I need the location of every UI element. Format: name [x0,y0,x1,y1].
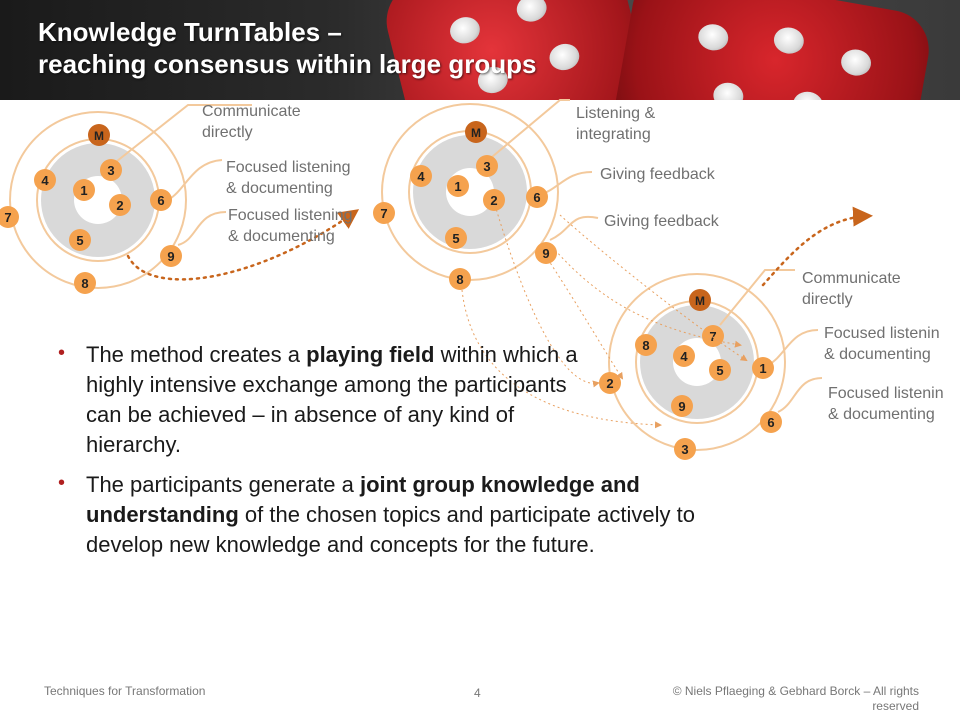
seat-label: 7 [380,206,387,221]
inner-seat: 4 [34,169,56,191]
inner-seat: 5 [445,227,467,249]
pointer-line [767,329,819,366]
inner-seat: 5 [709,359,731,381]
seat-label: 1 [454,179,461,194]
caption-communicate: Communicate directly [802,270,901,308]
seat-label: 7 [4,210,11,225]
seat-transfer-line [544,254,624,380]
seat-label: 3 [483,159,490,174]
outer-seat: 2 [599,372,621,394]
outer-ring [9,111,187,289]
seat-transfer-line [461,289,662,429]
outer-seat: 7 [373,202,395,224]
page-title: Knowledge TurnTables – reaching consensu… [38,16,536,80]
inner-seat: 4 [673,345,695,367]
bullet-list: The method creates a playing field withi… [58,338,778,560]
seat-label: M [695,294,705,308]
outer-seat: 9 [160,245,182,267]
caption-listening-integrating: Listening & integrating [576,105,656,143]
footer-copyright: © Niels Pflaeging & Gebhard Borck – All … [672,684,919,713]
seat-label: 5 [716,363,723,378]
caption-focused-listening: Focused listening & documenting [226,159,351,197]
seat-label: 6 [157,193,164,208]
caption-focused-listening: Focused listening & documenting [228,207,353,245]
seat-label: 2 [606,376,613,391]
title-line-1: Knowledge TurnTables – [38,17,342,47]
seat-label: 3 [107,163,114,178]
pointer-line [111,104,252,166]
seat-label: 5 [452,231,459,246]
seat-label: 8 [81,276,88,291]
turntable-1: M 1 2 3 4 5 6 7 8 9 [0,104,252,294]
seat-label: 6 [533,190,540,205]
seat-transfer-line [554,249,742,348]
seat-label: 7 [709,329,716,344]
caption-giving-feedback: Giving feedback [600,166,715,183]
seat-label: M [94,129,104,143]
pointer-line [177,211,227,246]
seat-label: 2 [116,198,123,213]
inner-seat: 4 [410,165,432,187]
outer-seat: 9 [535,242,557,264]
inner-seat: 5 [69,229,91,251]
seat-label: 4 [680,349,688,364]
title-line-2: reaching consensus within large groups [38,49,537,79]
seat-label: 1 [759,361,766,376]
moderator-seat: M [465,121,487,143]
turntable-3: M 4 5 7 8 9 1 2 3 6 [599,269,823,460]
seat-label: 9 [678,399,685,414]
rotation-arrow [761,206,873,287]
seat-label: 8 [456,272,463,287]
pointer-line [777,377,823,413]
inner-seat: 8 [635,334,657,356]
seat-label: M [471,126,481,140]
outer-seat: 6 [150,189,172,211]
seat-label: 1 [80,183,87,198]
footer-left: Techniques for Transformation [44,684,206,698]
seat-label: 4 [41,173,49,188]
seat-label: 9 [167,249,174,264]
pointer-line [539,171,593,196]
moderator-seat: M [689,289,711,311]
bullet-item: The method creates a playing field withi… [58,338,586,460]
outer-seat: 3 [674,438,696,460]
seat-label: 4 [417,169,425,184]
pointer-line [485,99,570,163]
inner-seat: 2 [483,189,505,211]
seat-label: 3 [681,442,688,457]
moderator-seat: M [88,124,110,146]
pointer-line [719,269,795,326]
seat-label: 8 [642,338,649,353]
inner-seat: 1 [447,175,469,197]
outer-seat: 8 [74,272,96,294]
outer-seat: 7 [0,206,19,228]
inner-seat: 3 [476,155,498,177]
inner-seat: 2 [109,194,131,216]
outer-seat: 1 [752,357,774,379]
inner-seat: 9 [671,395,693,417]
seat-label: 9 [542,246,549,261]
pointer-line [549,215,599,241]
inner-seat: 7 [702,325,724,347]
caption-giving-feedback: Giving feedback [604,213,719,230]
seat-label: 2 [490,193,497,208]
bullet-item: The participants generate a joint group … [58,468,778,560]
caption-focused-listening: Focused listenin & documenting [824,325,940,363]
outer-seat: 8 [449,268,471,290]
inner-seat: 1 [73,179,95,201]
outer-seat: 6 [526,186,548,208]
pointer-line [167,159,223,201]
caption-communicate: Communicate directly [202,103,301,141]
header-banner: Knowledge TurnTables – reaching consensu… [0,0,960,100]
seat-label: 5 [76,233,83,248]
page-number: 4 [474,686,481,700]
caption-focused-listening: Focused listenin & documenting [828,385,944,423]
outer-ring [608,273,786,451]
seat-label: 6 [767,415,774,430]
outer-seat: 6 [760,411,782,433]
inner-seat: 3 [100,159,122,181]
turntable-2: M 1 2 3 4 5 6 7 8 9 [373,99,599,290]
